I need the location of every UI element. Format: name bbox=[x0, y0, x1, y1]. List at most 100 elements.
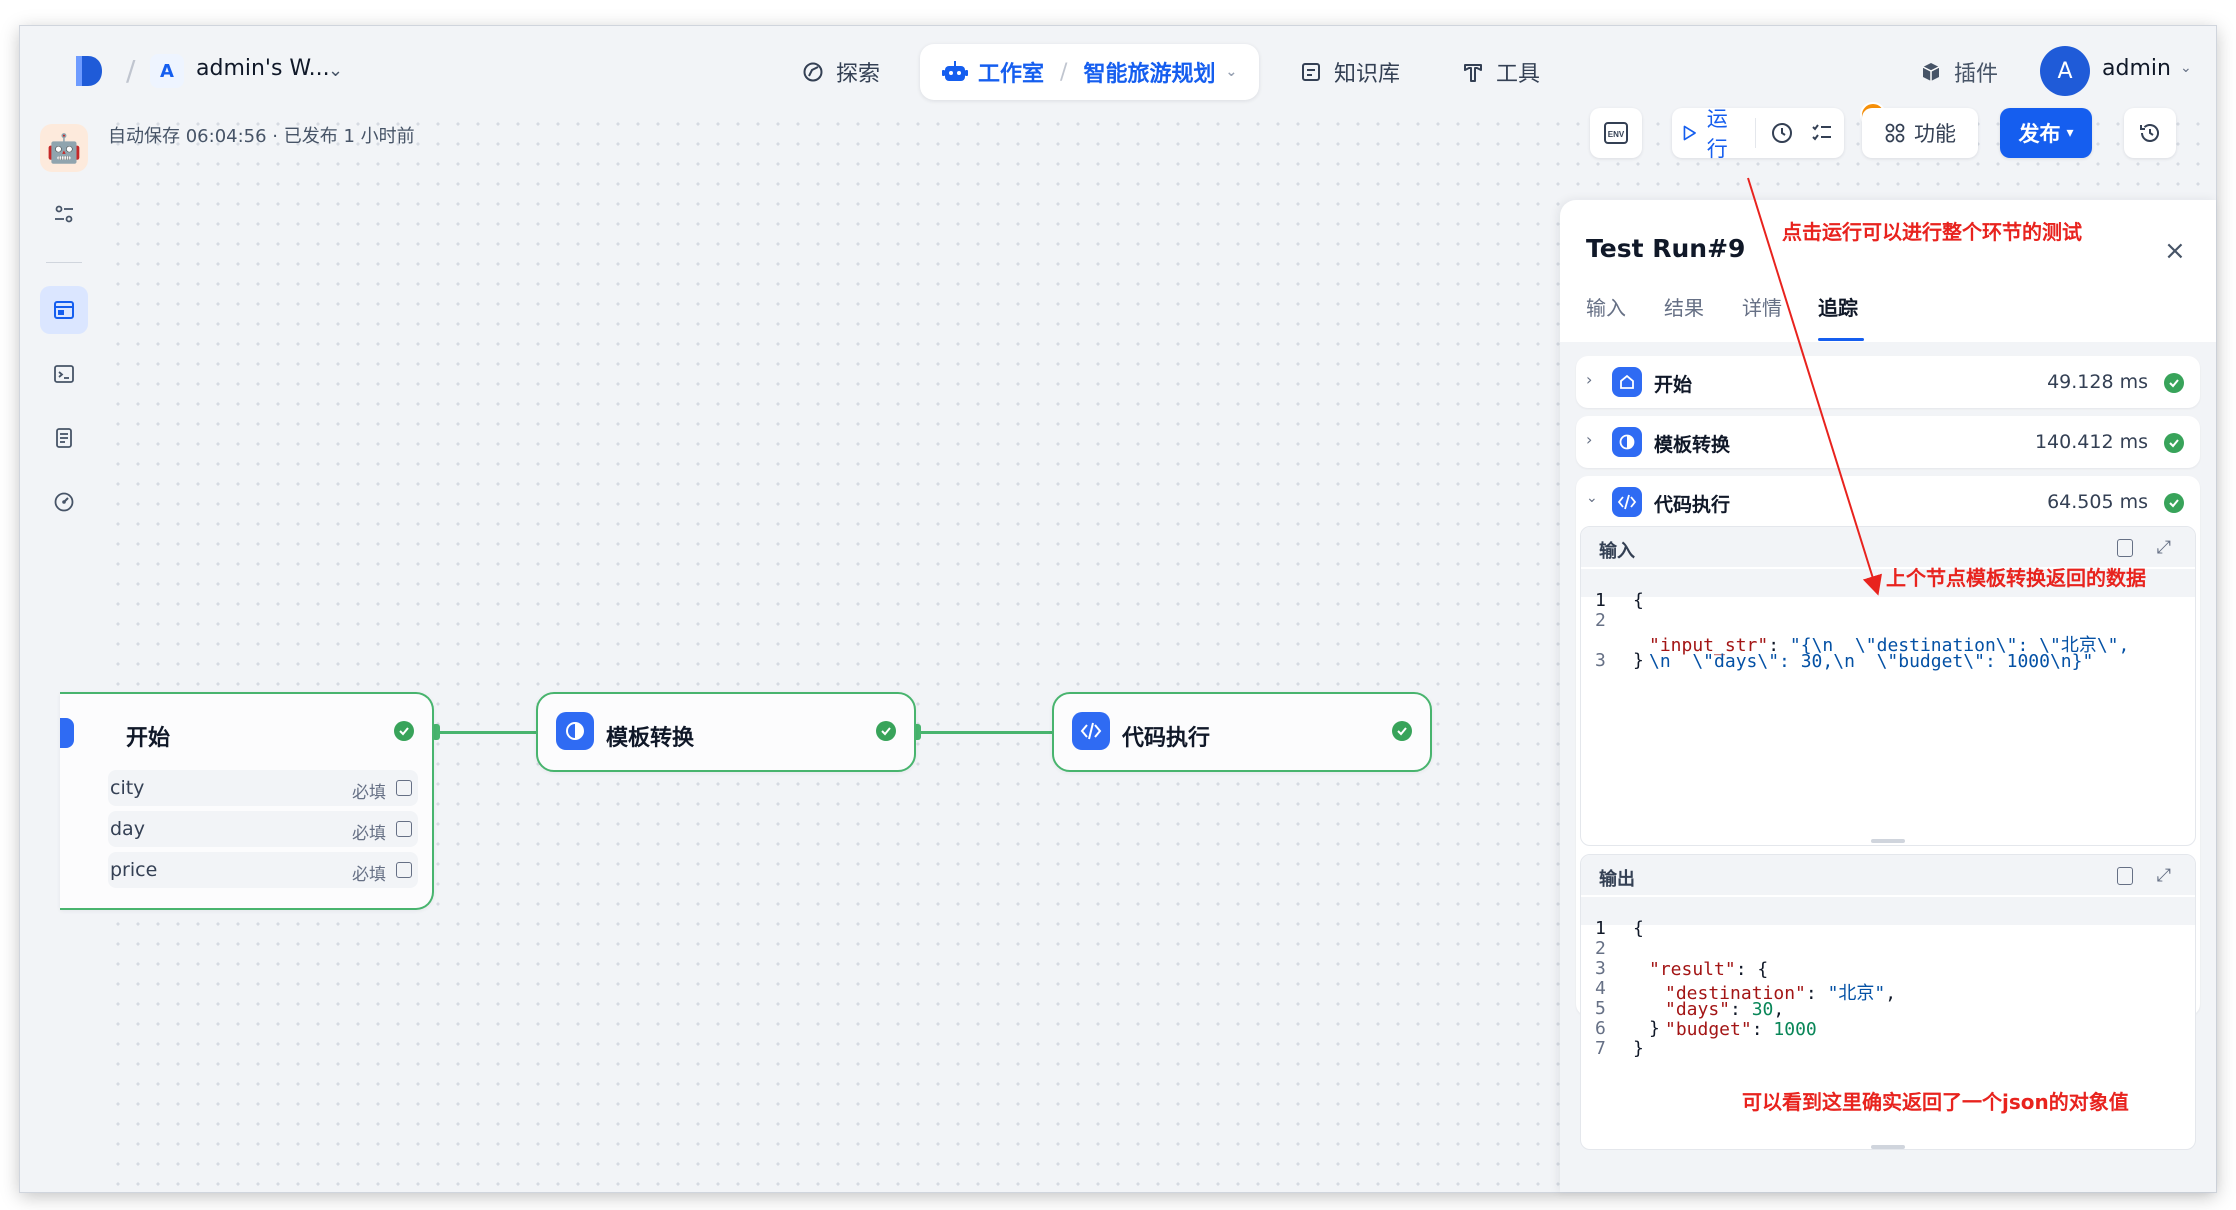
panel-title: Test Run#9 bbox=[1586, 234, 1746, 263]
node-port[interactable] bbox=[913, 724, 921, 740]
annotation-run-hint: 点击运行可以进行整个环节的测试 bbox=[1782, 220, 2082, 244]
trace-time: 64.505 ms bbox=[2047, 491, 2148, 513]
chevron-right-icon[interactable]: › bbox=[1586, 370, 1593, 389]
active-tab-indicator bbox=[1818, 338, 1864, 341]
node-port[interactable] bbox=[432, 724, 440, 740]
breadcrumb-divider: / bbox=[126, 54, 136, 87]
code-line: 3} bbox=[1595, 650, 1644, 671]
monitor-gauge-icon[interactable] bbox=[40, 478, 88, 526]
top-navigation: / A admin's W... ⌄ 探索 工作室 / 智能旅游规划 ⌄ 知识库 bbox=[20, 26, 2216, 114]
code-line: \n \"days\": 30,\n \"budget\": 1000\n}" bbox=[1649, 651, 2094, 672]
trace-name: 模板转换 bbox=[1654, 434, 1731, 456]
run-history-button[interactable] bbox=[1770, 121, 1794, 145]
success-check-icon bbox=[876, 721, 896, 741]
terminal-icon[interactable] bbox=[40, 350, 88, 398]
resize-handle[interactable] bbox=[1871, 1145, 1905, 1149]
nav-explore-label: 探索 bbox=[836, 62, 881, 87]
tab-detail[interactable]: 详情 bbox=[1742, 296, 1782, 320]
code-icon bbox=[1612, 487, 1642, 517]
chevron-down-icon[interactable]: ⌄ bbox=[1225, 64, 1238, 80]
template-icon bbox=[1612, 427, 1642, 457]
robot-icon bbox=[942, 61, 968, 83]
avatar[interactable]: A bbox=[2040, 46, 2090, 96]
tab-result[interactable]: 结果 bbox=[1664, 296, 1704, 320]
chevron-right-icon[interactable]: › bbox=[1586, 430, 1593, 449]
trace-item-start[interactable]: › 开始 49.128 ms bbox=[1576, 356, 2200, 408]
nav-studio-label: 工作室 bbox=[978, 62, 1045, 87]
test-run-panel: Test Run#9 × 输入 结果 详情 追踪 › 开始 49.128 ms … bbox=[1560, 200, 2216, 1192]
logs-icon[interactable] bbox=[40, 414, 88, 462]
user-name[interactable]: admin bbox=[2102, 56, 2171, 81]
edge-start-template[interactable] bbox=[434, 731, 536, 734]
workspace-badge[interactable]: A bbox=[150, 54, 184, 88]
output-code-box[interactable]: 输出 ⤢ 1{ 2 "result": { 3 "destination": "… bbox=[1580, 854, 2196, 1150]
chevron-down-icon[interactable]: ⌄ bbox=[2180, 60, 2192, 76]
publish-button[interactable]: 发布 ▾ bbox=[2000, 108, 2092, 158]
expand-icon[interactable]: ⤢ bbox=[2156, 537, 2171, 558]
text-type-icon bbox=[396, 780, 412, 796]
dify-logo-icon[interactable] bbox=[72, 54, 106, 88]
code-icon bbox=[1072, 712, 1110, 750]
autosave-status: 自动保存 06:04:56 · 已发布 1 小时前 bbox=[108, 126, 415, 147]
code-line: 2 "result": { bbox=[1595, 938, 1769, 980]
trace-item-template[interactable]: › 模板转换 140.412 ms bbox=[1576, 416, 2200, 468]
play-icon bbox=[1683, 125, 1696, 141]
required-label: 必填 bbox=[352, 783, 386, 803]
compass-icon bbox=[800, 59, 826, 85]
variable-row[interactable]: day 必填 bbox=[108, 811, 418, 847]
nav-studio[interactable]: 工作室 / 智能旅游规划 ⌄ bbox=[920, 44, 1260, 100]
trace-time: 49.128 ms bbox=[2047, 371, 2148, 393]
code-line: 1{ bbox=[1581, 569, 2195, 611]
tab-input[interactable]: 输入 bbox=[1586, 296, 1626, 320]
workspace-name[interactable]: admin's W... bbox=[196, 56, 330, 81]
orchestrate-icon[interactable] bbox=[40, 286, 88, 334]
required-label: 必填 bbox=[352, 824, 386, 844]
expand-icon[interactable]: ⤢ bbox=[2156, 865, 2171, 886]
code-box-label: 输入 bbox=[1599, 541, 1635, 562]
settings-sliders-icon[interactable] bbox=[40, 190, 88, 238]
run-label: 运行 bbox=[1706, 107, 1728, 161]
start-node-icon bbox=[60, 718, 74, 748]
version-history-button[interactable] bbox=[2124, 108, 2176, 158]
node-title: 开始 bbox=[126, 726, 171, 751]
current-app-name[interactable]: 智能旅游规划 bbox=[1083, 62, 1216, 87]
chevron-down-icon[interactable]: ⌄ bbox=[328, 60, 344, 81]
chevron-down-icon[interactable]: ⌄ bbox=[1586, 490, 1598, 506]
code-line: 7} bbox=[1595, 1038, 1644, 1059]
close-icon[interactable]: × bbox=[2164, 236, 2186, 266]
node-template-transform[interactable]: 模板转换 bbox=[536, 692, 916, 772]
run-button[interactable]: 运行 bbox=[1682, 107, 1756, 161]
nav-plugins[interactable]: 插件 bbox=[1918, 54, 1998, 90]
rail-divider bbox=[46, 262, 82, 263]
app-robot-icon[interactable]: 🤖 bbox=[40, 124, 88, 172]
code-box-header bbox=[1581, 855, 2195, 895]
history-icon bbox=[2140, 124, 2159, 142]
code-line: 6} bbox=[1595, 1018, 1660, 1039]
edge-template-code[interactable] bbox=[916, 731, 1054, 734]
variable-row[interactable]: price 必填 bbox=[108, 852, 418, 888]
nav-tools[interactable]: 工具 bbox=[1460, 54, 1540, 90]
chevron-down-icon: ▾ bbox=[2066, 125, 2074, 141]
nav-knowledge[interactable]: 知识库 bbox=[1298, 54, 1400, 90]
home-icon bbox=[1612, 367, 1642, 397]
checklist-button[interactable] bbox=[1810, 121, 1834, 145]
node-start[interactable]: 开始 city 必填 day 必填 price 必填 bbox=[60, 692, 434, 910]
variable-name: price bbox=[110, 859, 158, 881]
code-box-header bbox=[1581, 527, 2195, 567]
feature-button[interactable]: 功能 bbox=[1862, 108, 1978, 158]
variable-row[interactable]: city 必填 bbox=[108, 770, 418, 806]
hammer-icon bbox=[1460, 59, 1486, 85]
run-group: 运行 bbox=[1672, 107, 1844, 161]
copy-icon[interactable] bbox=[2117, 539, 2133, 557]
success-check-icon bbox=[1392, 721, 1412, 741]
node-code-execution[interactable]: 代码执行 bbox=[1052, 692, 1432, 772]
annotation-input-hint: 上个节点模板转换返回的数据 bbox=[1886, 566, 2146, 590]
input-code-box[interactable]: 输入 ⤢ 1{ 2 "input_str": "{\n \"destinatio… bbox=[1580, 526, 2196, 846]
tab-trace[interactable]: 追踪 bbox=[1818, 296, 1858, 320]
node-title: 模板转换 bbox=[606, 726, 695, 751]
copy-icon[interactable] bbox=[2117, 867, 2133, 885]
text-type-icon bbox=[396, 862, 412, 878]
nav-explore[interactable]: 探索 bbox=[800, 54, 880, 90]
env-button[interactable]: ENV bbox=[1590, 108, 1642, 158]
resize-handle[interactable] bbox=[1871, 839, 1905, 843]
